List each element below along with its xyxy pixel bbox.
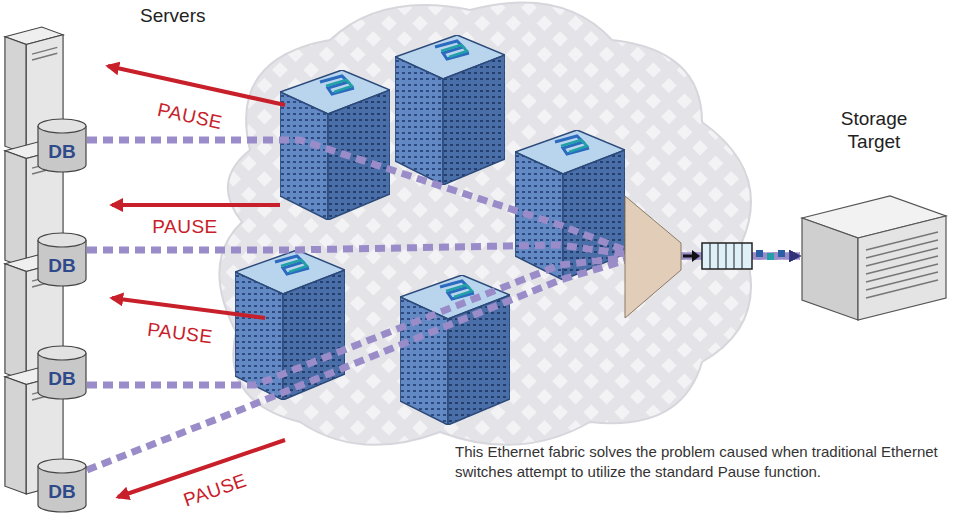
pause-arrow (112, 298, 265, 318)
pause-label: PAUSE (181, 470, 249, 509)
storage-target: Storage Target (800, 108, 948, 323)
funnel (625, 196, 681, 318)
pause-label: PAUSE (146, 320, 213, 347)
data-flow-line (87, 140, 800, 256)
switch-cube (280, 70, 390, 220)
queue-arrow-head (692, 250, 700, 262)
disk-label: DB (48, 256, 75, 275)
switch-cube (400, 275, 510, 425)
queue-slots (710, 243, 742, 269)
data-flow-line (87, 256, 800, 470)
pause-label: PAUSE (152, 217, 218, 236)
database-disk: DB (37, 232, 87, 288)
group-label: Servers (140, 6, 205, 25)
switch-cube (395, 35, 505, 185)
disk-label: DB (48, 482, 75, 501)
figure-caption: This Ethernet fabric solves the problem … (455, 442, 953, 483)
fabric-cloud (219, 3, 751, 445)
queue-box (702, 243, 752, 269)
disk-label: DB (48, 369, 75, 388)
device-heading: Storage Target (829, 108, 919, 154)
disk-label: DB (48, 142, 75, 161)
database-disk: DB (37, 458, 87, 514)
pause-arrow (108, 66, 285, 105)
pause-arrow (112, 203, 280, 207)
database-disk: DB (37, 118, 87, 174)
storage-device (800, 188, 948, 323)
pause-label: PAUSE (156, 100, 224, 132)
database-disk: DB (37, 345, 87, 401)
packet-dashes (756, 250, 785, 260)
data-flow-line (87, 256, 800, 385)
